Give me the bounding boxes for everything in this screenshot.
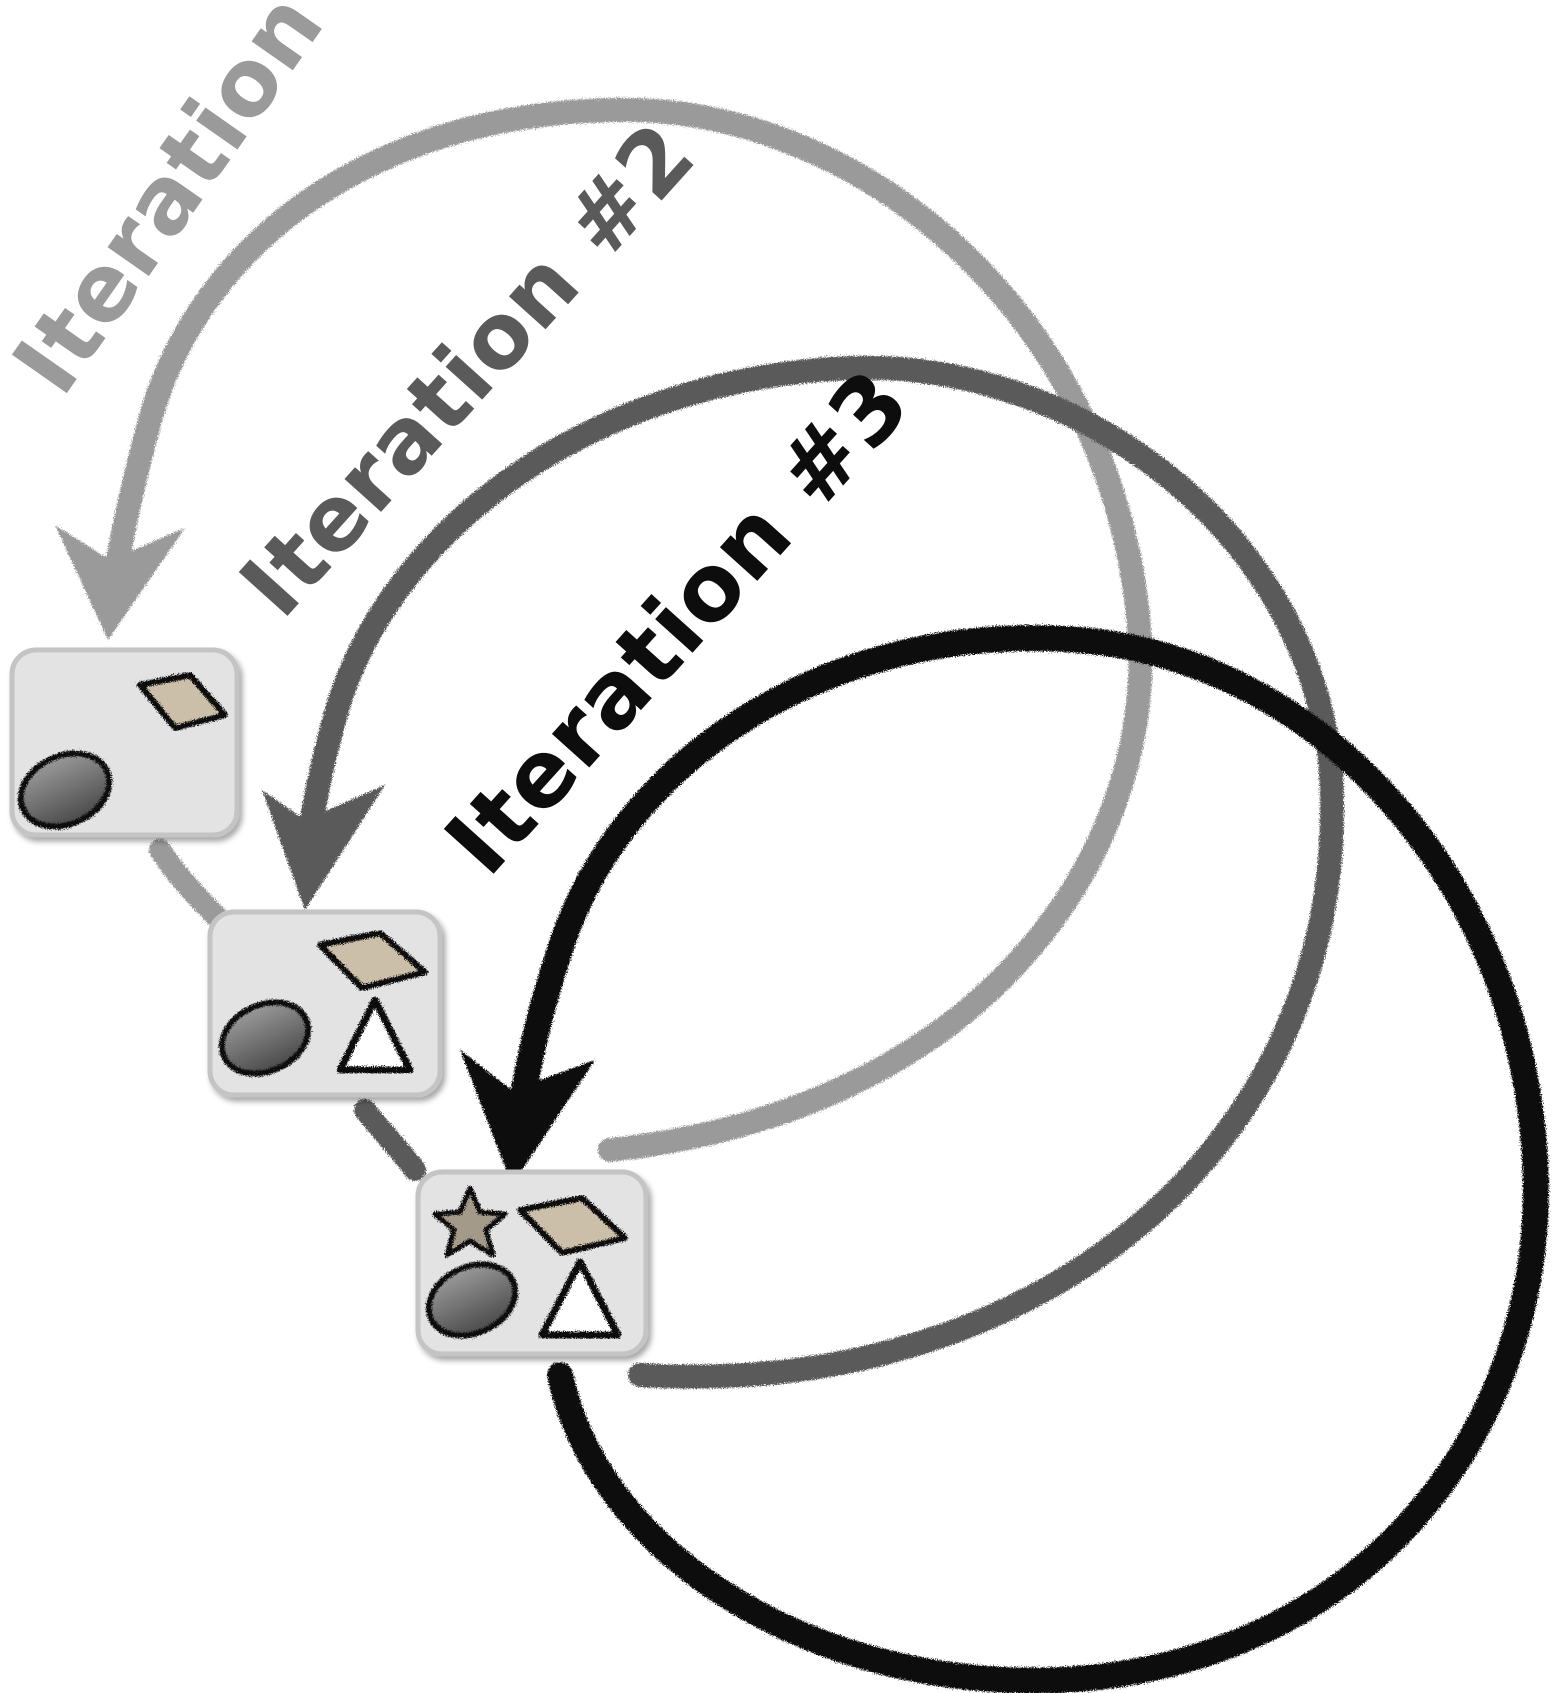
state-box-1: [9, 647, 240, 838]
parallelogram-icon: [317, 930, 428, 991]
iteration-2-arrowhead: [262, 785, 385, 910]
iteration-3-arc: [502, 625, 1549, 1693]
ellipse-icon: [425, 1261, 519, 1339]
iteration-3-arrowhead: [460, 1050, 595, 1185]
parallelogram-icon: [137, 672, 228, 731]
iteration-2-connector: [354, 1099, 426, 1181]
iteration-3-label: Iteration #3: [425, 349, 931, 894]
iteration-2-label: Iteration #2: [220, 103, 715, 637]
parallelogram-icon: [517, 1195, 628, 1256]
ellipse-icon: [218, 999, 312, 1077]
state-box-3: [415, 1169, 649, 1357]
iteration-3-loop: [460, 625, 1549, 1693]
triangle-icon: [336, 996, 414, 1074]
iteration-1-label: Iteration #1: [0, 0, 446, 413]
iteration-1-loop: [55, 97, 1153, 1162]
iteration-1-arrowhead: [55, 525, 185, 640]
ellipse-icon: [17, 750, 113, 830]
iteration-2-loop: [262, 355, 1344, 1389]
iteration-1-connector: [149, 839, 231, 931]
triangle-icon: [538, 1258, 622, 1339]
state-box-2: [207, 909, 443, 1098]
star-icon: [432, 1185, 508, 1258]
iteration-2-arc: [293, 355, 1344, 1389]
iteration-1-arc: [98, 97, 1153, 1162]
